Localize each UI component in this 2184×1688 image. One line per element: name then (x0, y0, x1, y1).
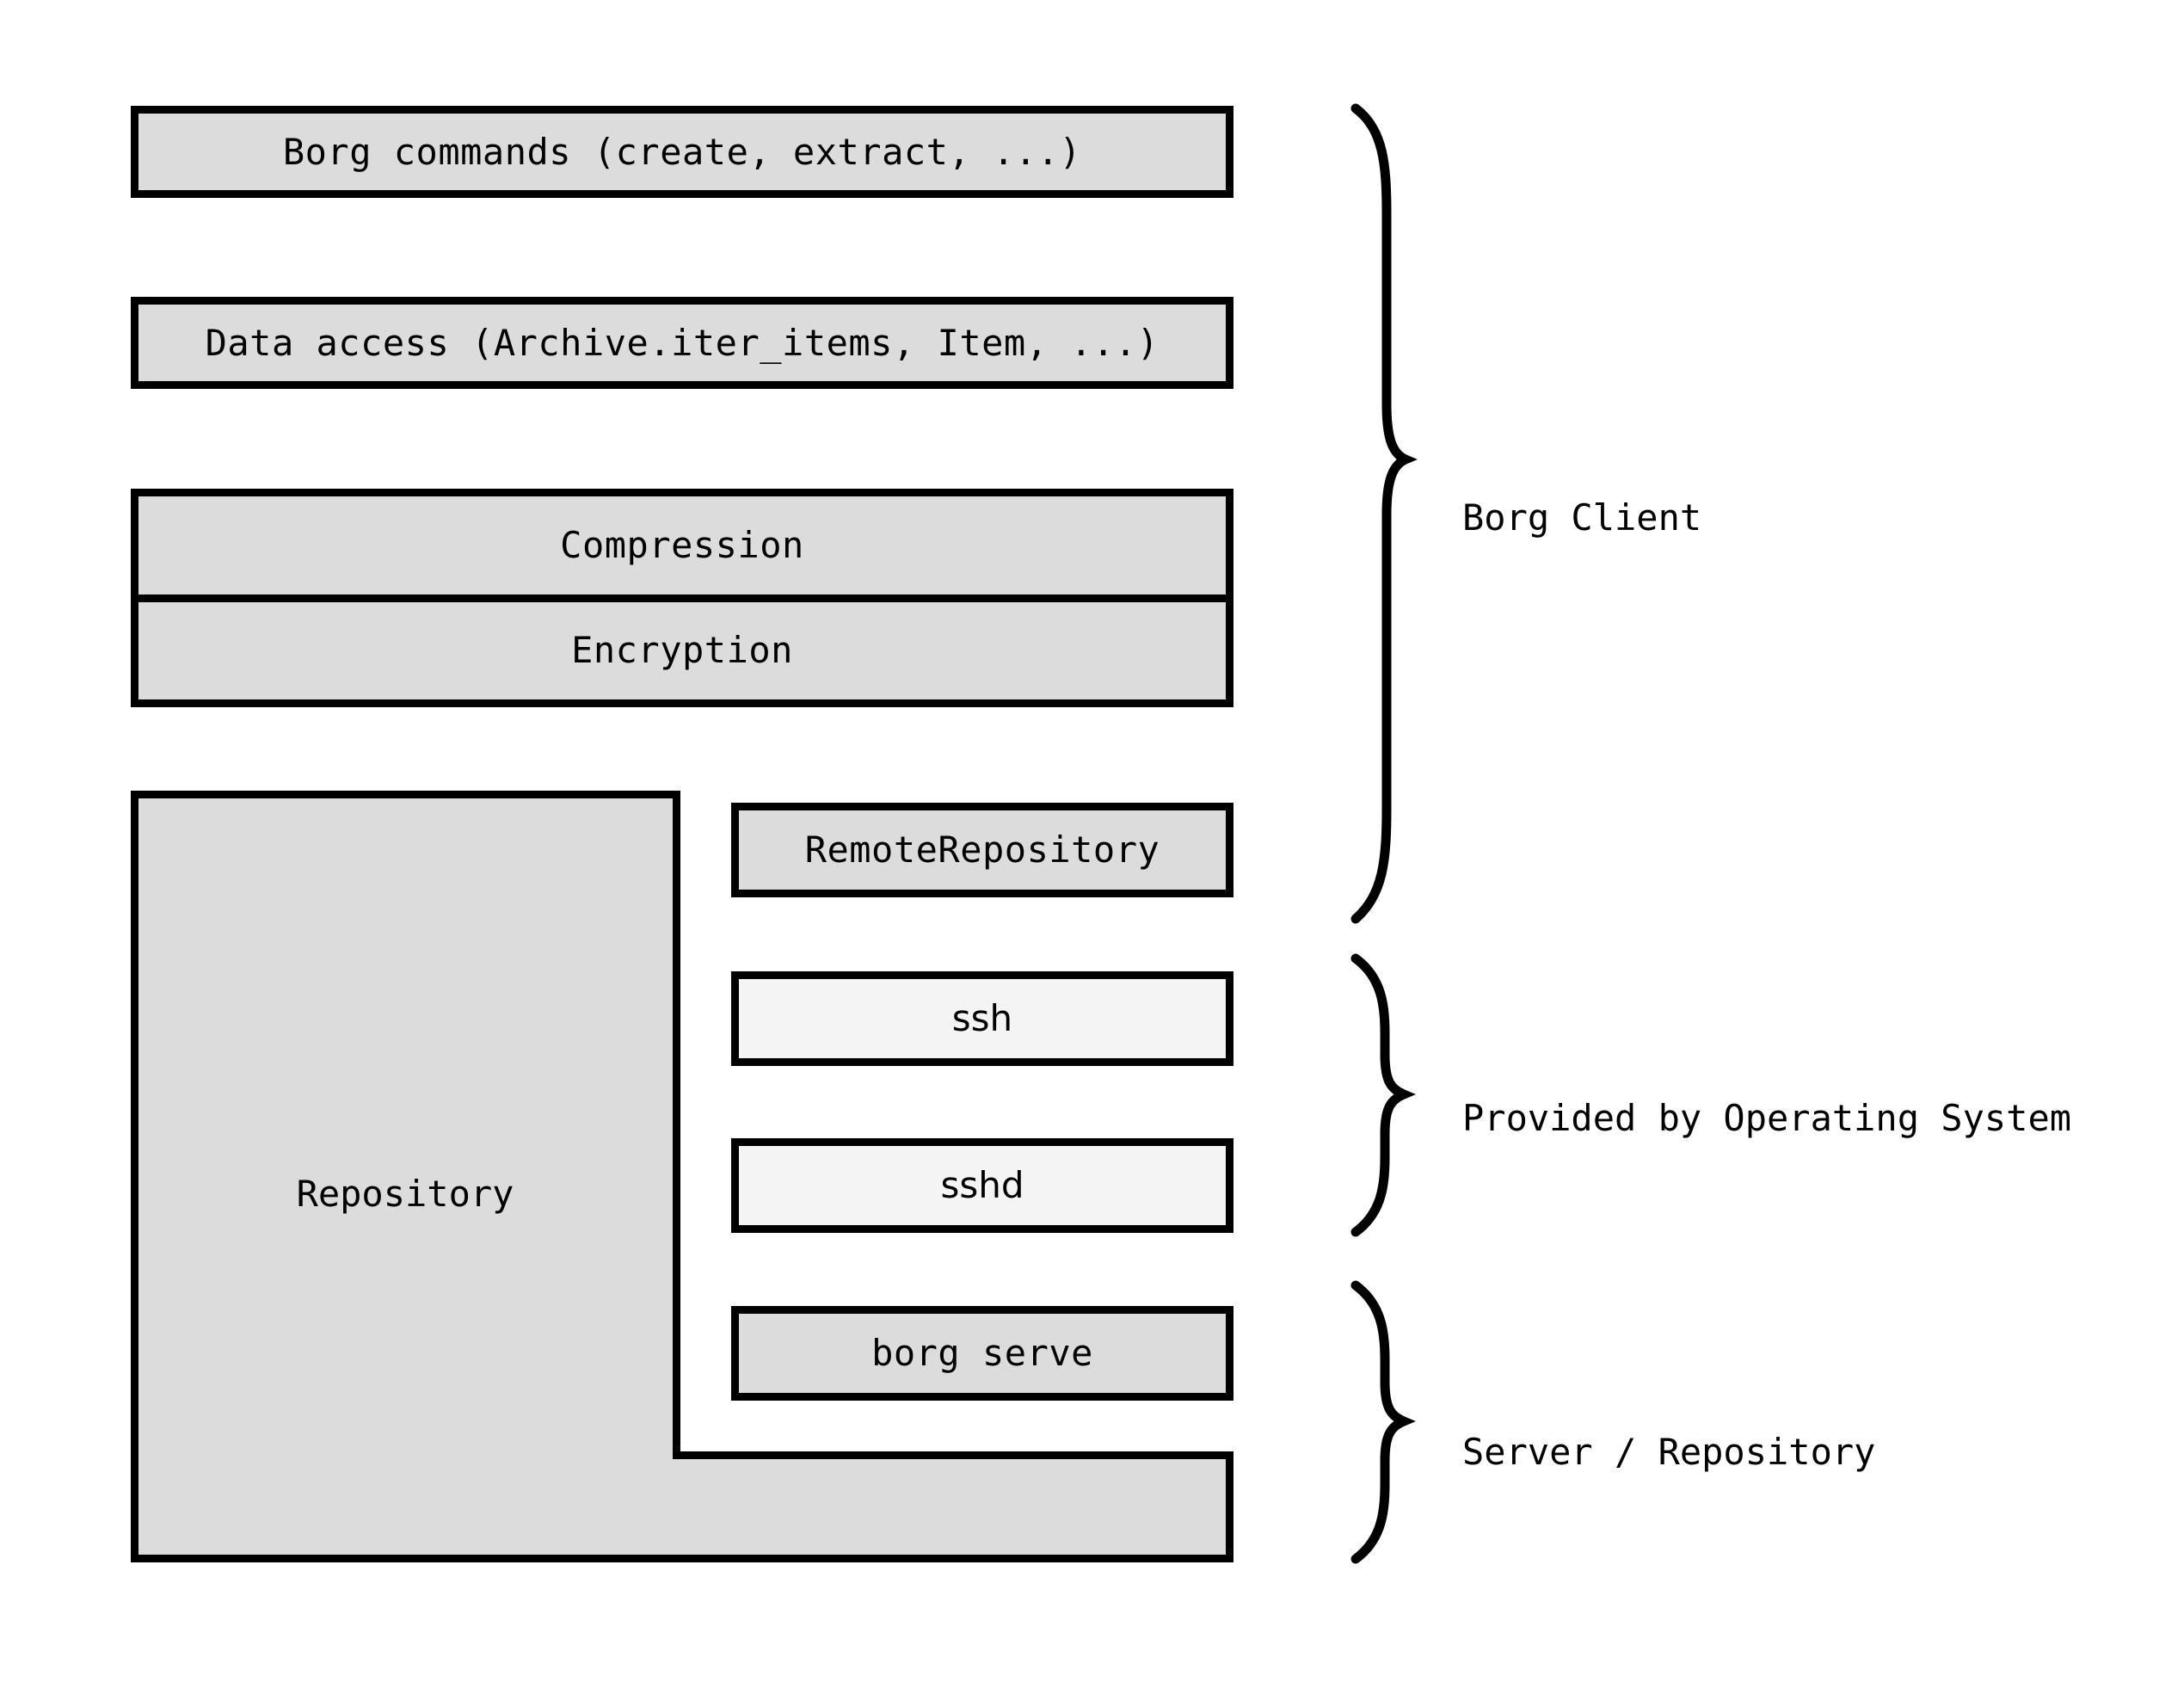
layer-box-sshd[interactable]: sshd (731, 1138, 1233, 1233)
layer-box-remote-repository[interactable]: RemoteRepository (731, 803, 1233, 897)
group-label-server-repository: Server / Repository (1462, 1431, 1876, 1473)
layer-box-compression[interactable]: Compression (138, 496, 1226, 594)
brace-server-repository (1350, 1280, 1416, 1564)
layer-stack-compression-encryption: Compression Encryption (131, 489, 1233, 707)
layer-label-data-access: Data access (Archive.iter_items, Item, .… (205, 321, 1160, 364)
layer-label-borg-commands: Borg commands (create, extract, ...) (282, 130, 1082, 173)
brace-borg-client (1350, 103, 1418, 924)
layer-label-repository: Repository (296, 1173, 514, 1215)
layer-box-ssh[interactable]: ssh (731, 971, 1233, 1066)
layer-label-encryption: Encryption (571, 629, 793, 672)
layer-box-data-access[interactable]: Data access (Archive.iter_items, Item, .… (131, 297, 1233, 389)
layer-label-remote-repository: RemoteRepository (804, 829, 1160, 871)
layer-label-borg-serve: borg serve (871, 1332, 1093, 1374)
layer-box-borg-serve[interactable]: borg serve (731, 1306, 1233, 1401)
layer-label-ssh: ssh (951, 997, 1013, 1039)
layer-box-encryption[interactable]: Encryption (138, 594, 1226, 700)
layer-label-sshd: sshd (940, 1164, 1024, 1206)
layer-label-compression: Compression (560, 523, 804, 566)
brace-operating-system (1350, 953, 1416, 1237)
layer-box-borg-commands[interactable]: Borg commands (create, extract, ...) (131, 106, 1233, 198)
group-label-borg-client: Borg Client (1462, 496, 1702, 539)
group-label-operating-system: Provided by Operating System (1462, 1097, 2072, 1139)
